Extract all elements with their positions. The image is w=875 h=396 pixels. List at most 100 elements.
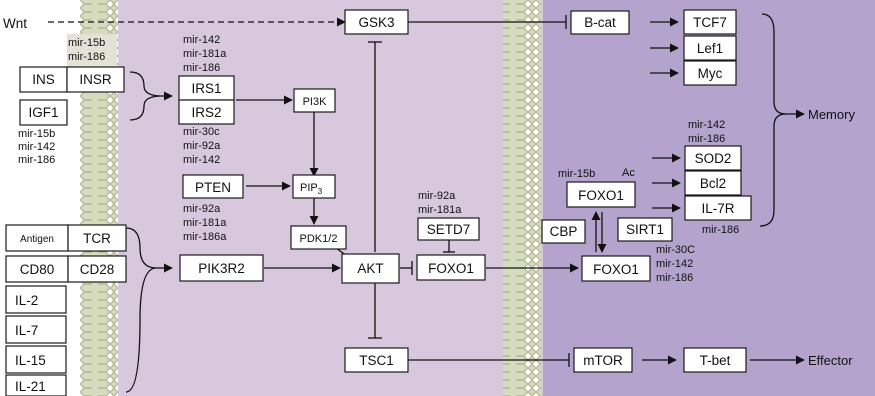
pten-node: PTEN (183, 175, 243, 198)
memory-label: Memory (808, 107, 855, 122)
setd7-label: SETD7 (427, 222, 471, 237)
mir-irs-above-1: mir-142 (183, 34, 220, 46)
irs1-label: IRS1 (191, 81, 221, 96)
mir-irs-below-3: mir-142 (183, 154, 220, 166)
pi3k-node: PI3K (294, 89, 335, 112)
sirt1-label: SIRT1 (626, 222, 664, 237)
gsk3-node: GSK3 (345, 10, 408, 34)
foxo1-cyto-label: FOXO1 (428, 261, 474, 276)
foxo1-ac-node: FOXO1 (567, 182, 635, 207)
sod2-label: SOD2 (695, 151, 732, 166)
il15-label: IL-15 (15, 353, 46, 368)
insr-label: INSR (79, 72, 112, 87)
cd80-node: CD80 (6, 256, 68, 282)
pdk-label: PDK1/2 (300, 233, 338, 245)
mir-sod2-2: mir-186 (688, 133, 725, 145)
mir-igf1-3: mir-186 (18, 154, 55, 166)
mir-il7r: mir-186 (702, 224, 739, 236)
il7r-label: IL-7R (701, 201, 734, 216)
akt-label: AKT (357, 261, 383, 276)
mir-sirt1-1: mir-30C (656, 244, 695, 256)
mir-irs-above-2: mir-181a (183, 48, 227, 60)
foxo1-cyto-node: FOXO1 (417, 255, 485, 280)
tcf7-label: TCF7 (693, 15, 727, 30)
tcr-node: TCR (68, 225, 126, 251)
pip3-text: PIP (300, 182, 318, 194)
antigen-node: Antigen (6, 225, 68, 251)
tcf7-node: TCF7 (684, 10, 736, 34)
pip3-node: PIP3 (293, 175, 335, 198)
igf1-node: IGF1 (20, 100, 67, 125)
mir-membrane-2: mir-186 (68, 51, 105, 63)
mir-membrane-1: mir-15b (68, 37, 105, 49)
mir-pten-1: mir-92a (183, 203, 221, 215)
bcat-node: B-cat (571, 11, 629, 34)
mir-foxo1-ac: mir-15b (558, 168, 595, 180)
lef1-node: Lef1 (684, 36, 736, 60)
myc-node: Myc (684, 61, 736, 85)
insr-node: INSR (67, 67, 124, 92)
il21-node: IL-21 (6, 375, 66, 396)
sod2-node: SOD2 (685, 146, 741, 170)
sirt1-node: SIRT1 (618, 218, 672, 241)
pik3r2-node: PIK3R2 (180, 255, 263, 281)
foxo1-ac-label: FOXO1 (578, 188, 624, 203)
mir-sod2-1: mir-142 (688, 119, 725, 131)
tbet-node: T-bet (684, 348, 746, 372)
il2-node: IL-2 (6, 286, 66, 313)
il21-label: IL-21 (15, 379, 46, 394)
lef1-label: Lef1 (697, 41, 723, 56)
bcat-label: B-cat (584, 15, 616, 30)
cbp-label: CBP (550, 224, 578, 239)
tsc1-node: TSC1 (345, 348, 408, 372)
gsk3-label: GSK3 (358, 15, 394, 30)
cbp-node: CBP (542, 220, 585, 243)
mir-setd7-2: mir-181a (418, 204, 462, 216)
mir-irs-above-3: mir-186 (183, 62, 220, 74)
akt-node: AKT (342, 254, 399, 283)
mir-irs-below-2: mir-92a (183, 140, 221, 152)
ins-node: INS (20, 67, 67, 92)
wnt-label: Wnt (3, 16, 27, 31)
cd80-label: CD80 (20, 262, 55, 277)
mir-sirt1-3: mir-186 (656, 272, 693, 284)
foxo1-nuc-label: FOXO1 (593, 262, 639, 277)
tcr-label: TCR (83, 231, 111, 246)
mir-pten-2: mir-181a (183, 217, 227, 229)
il7-label: IL-7 (15, 323, 38, 338)
irs2-label: IRS2 (191, 105, 221, 120)
il7-node: IL-7 (6, 316, 66, 343)
pdk-node: PDK1/2 (291, 226, 346, 249)
bcl2-node: Bcl2 (685, 171, 741, 195)
cd28-node: CD28 (68, 256, 126, 282)
igf1-label: IGF1 (28, 105, 58, 120)
antigen-label: Antigen (20, 234, 54, 245)
tsc1-label: TSC1 (359, 353, 394, 368)
pten-label: PTEN (195, 180, 231, 195)
myc-label: Myc (698, 66, 723, 81)
mir-igf1-2: mir-142 (18, 141, 55, 153)
setd7-node: SETD7 (418, 218, 479, 240)
mir-pten-3: mir-186a (183, 231, 227, 243)
ac-label: Ac (622, 167, 635, 179)
mir-irs-below-1: mir-30c (183, 126, 220, 138)
irs1-node: IRS1 (179, 76, 234, 100)
ins-label: INS (32, 72, 55, 87)
pip3-subscript: 3 (318, 187, 323, 196)
irs2-node: IRS2 (179, 100, 234, 124)
mir-setd7-1: mir-92a (418, 190, 456, 202)
tbet-label: T-bet (700, 353, 731, 368)
il2-label: IL-2 (15, 293, 38, 308)
effector-label: Effector (808, 353, 853, 368)
foxo1-nuc-node: FOXO1 (582, 256, 650, 281)
bcl2-label: Bcl2 (700, 176, 726, 191)
mtor-node: mTOR (574, 348, 632, 372)
mir-sirt1-2: mir-142 (656, 258, 693, 270)
cd28-label: CD28 (80, 262, 115, 277)
il15-node: IL-15 (6, 346, 66, 373)
pik3r2-label: PIK3R2 (198, 261, 245, 276)
nuclear-membrane-lipids (503, 0, 541, 396)
il7r-node: IL-7R (685, 196, 751, 220)
